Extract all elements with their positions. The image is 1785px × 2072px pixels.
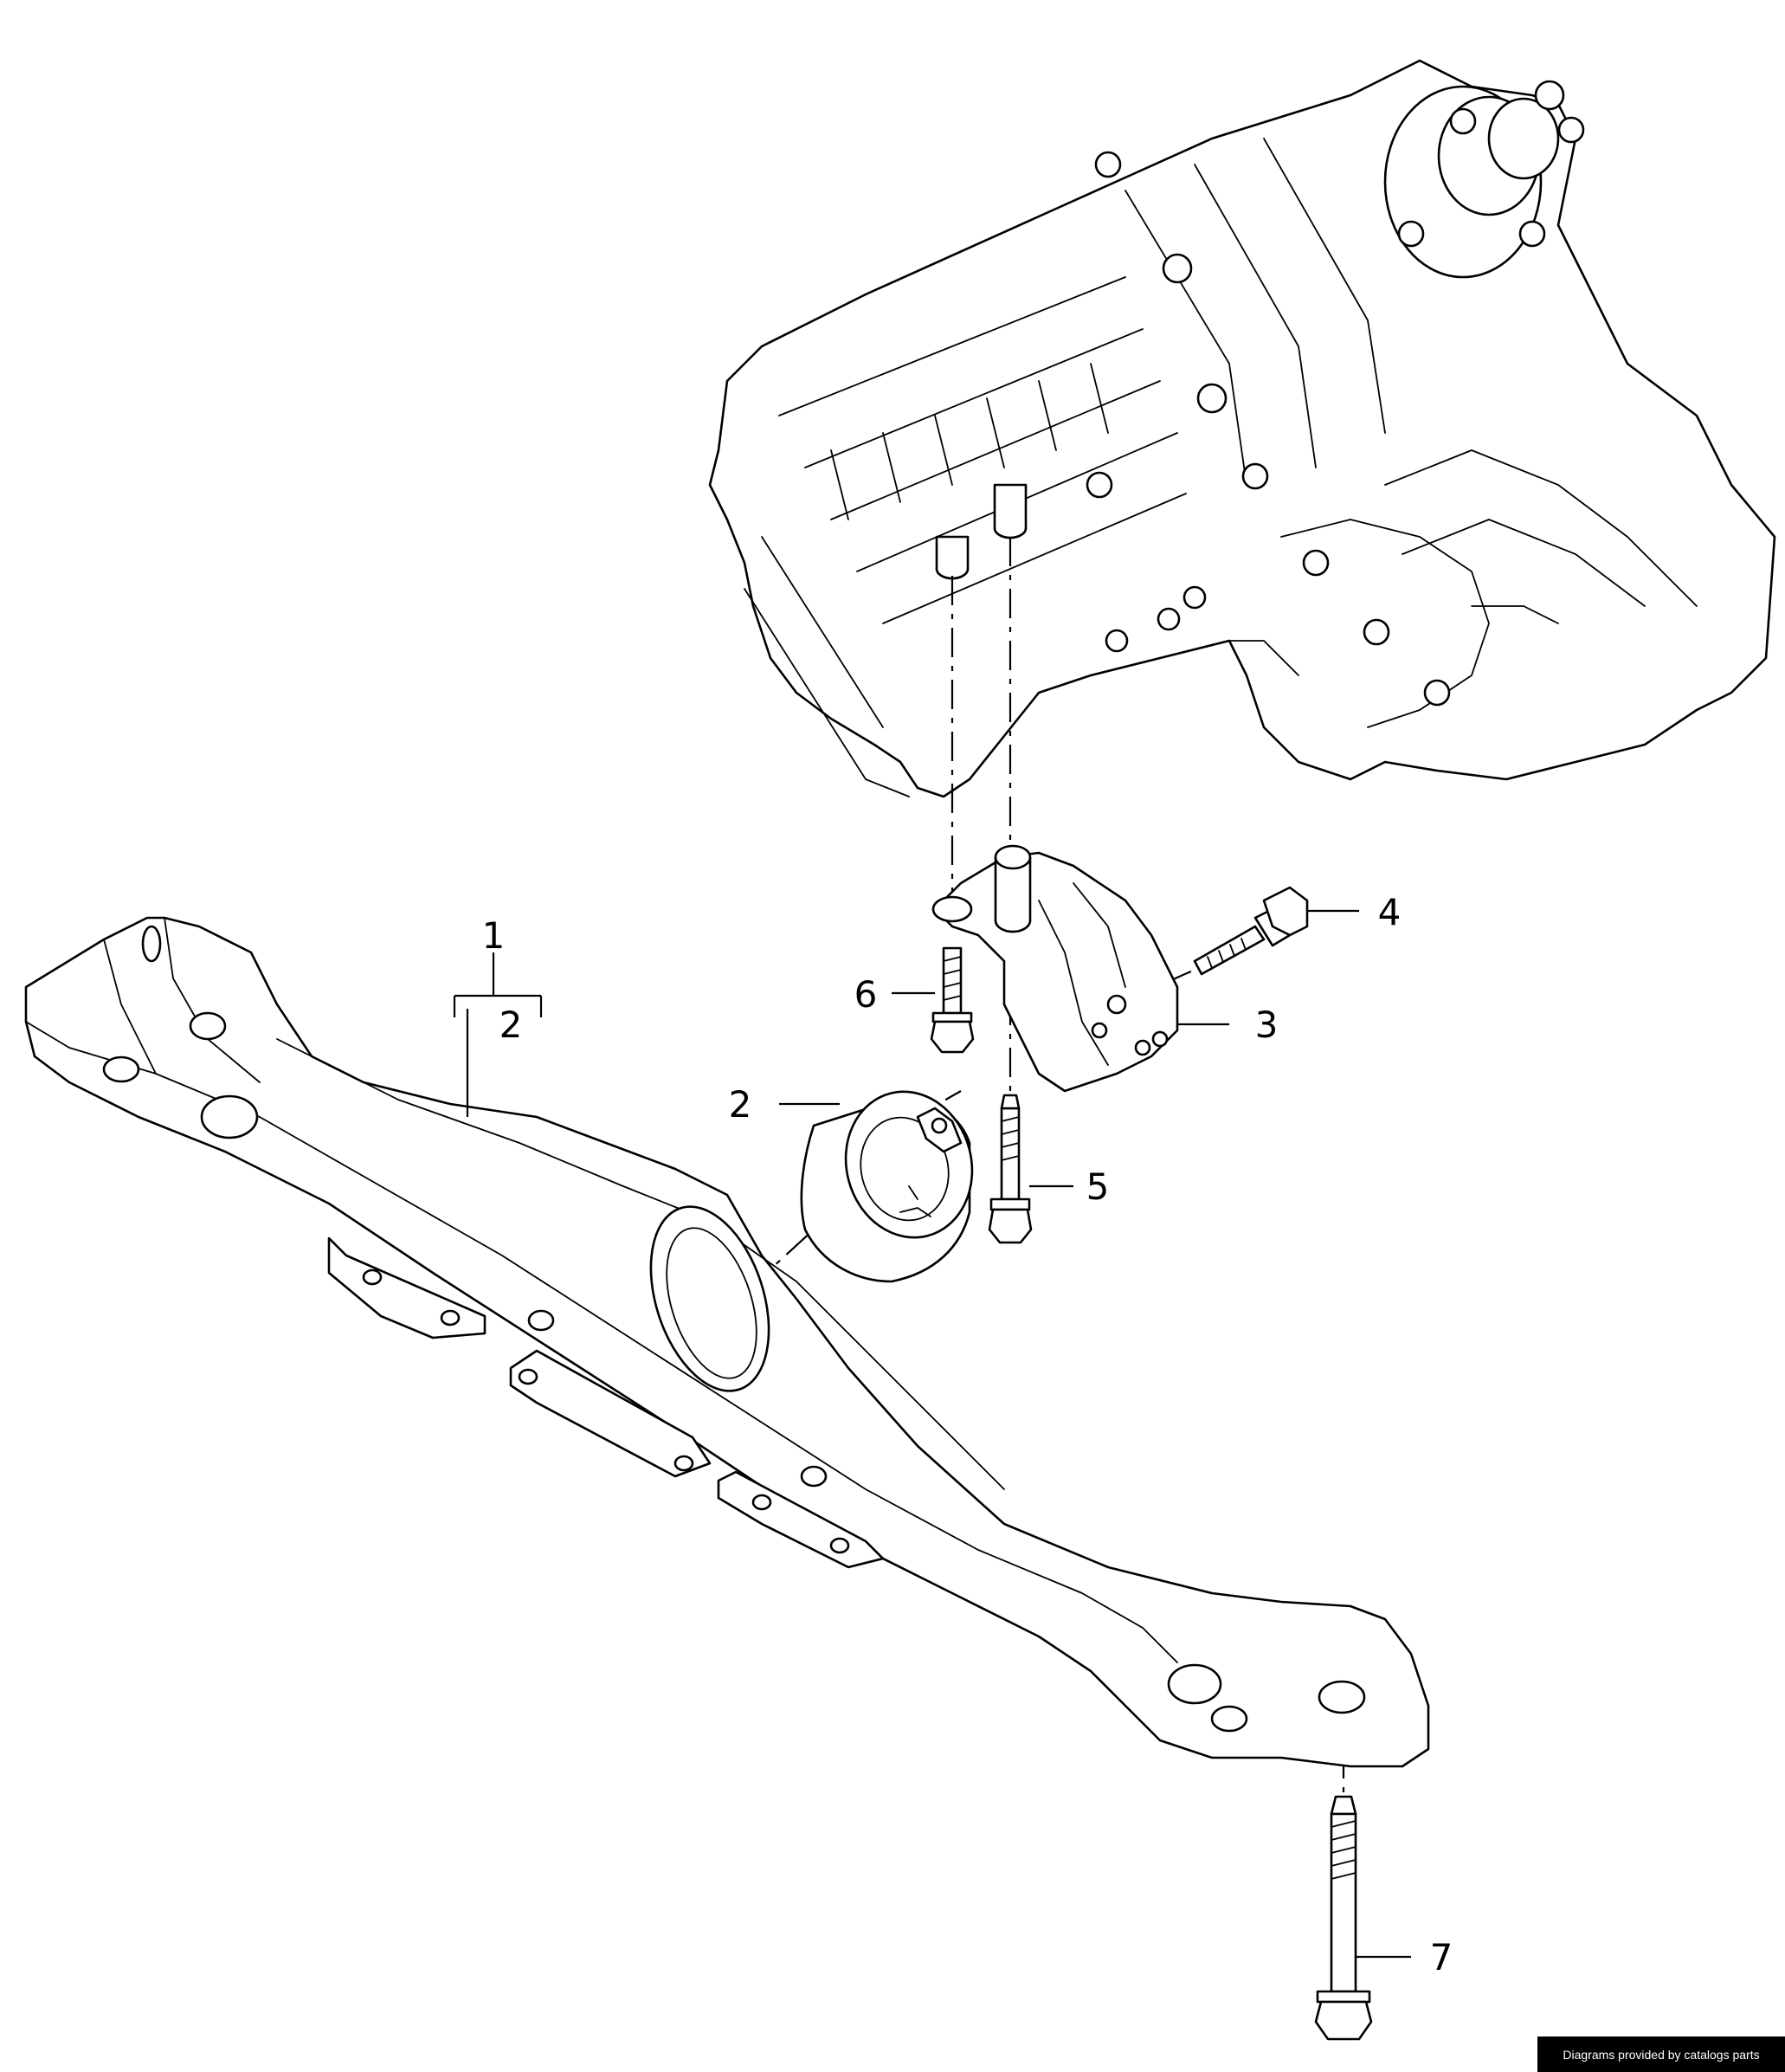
leader-lines <box>453 909 1411 1959</box>
bolt-6 <box>930 946 975 1054</box>
bolt-7 <box>1314 1795 1373 2041</box>
callout-5: 5 <box>1086 1165 1110 1208</box>
crossmember <box>24 916 1430 1768</box>
callouts: 1 2 2 3 4 5 6 7 <box>482 891 1453 1978</box>
credit-text: Diagrams provided by catalogs parts <box>1563 2047 1760 2062</box>
callout-7: 7 <box>1430 1936 1453 1978</box>
alignment-lines <box>709 537 1345 1792</box>
credit-bar: Diagrams provided by catalogs parts <box>1537 2036 1785 2072</box>
callout-2-lower: 2 <box>729 1083 752 1126</box>
bolt-4 <box>1193 886 1309 976</box>
rubber-mount <box>800 1090 974 1283</box>
callout-1: 1 <box>482 914 506 957</box>
callout-4: 4 <box>1378 891 1402 933</box>
callout-2-upper: 2 <box>499 1004 523 1046</box>
transmission-housing <box>708 59 1776 798</box>
callout-6: 6 <box>854 973 878 1016</box>
callout-3: 3 <box>1255 1004 1279 1046</box>
bolt-5 <box>988 1094 1033 1244</box>
mount-bracket <box>931 844 1179 1093</box>
